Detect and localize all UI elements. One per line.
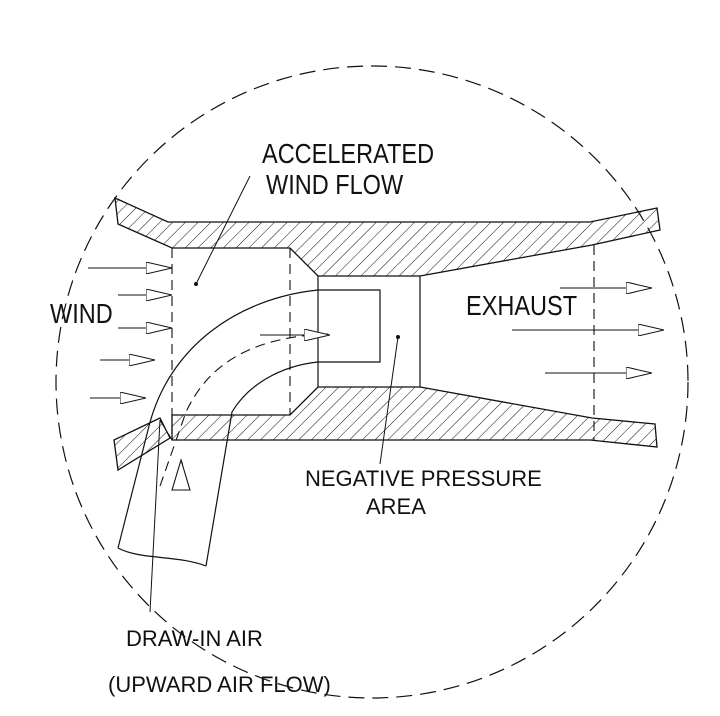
label-accelerated-line1: ACCELERATED (262, 138, 435, 169)
top-duct-wall (114, 196, 661, 277)
label-accelerated-line2: WIND FLOW (266, 169, 404, 200)
intake-pipe-outer (117, 289, 319, 549)
throat-outline (317, 276, 421, 387)
label-draw-in-air: DRAW-IN AIR (126, 626, 263, 651)
label-negative-pressure-line1: NEGATIVE PRESSURE (305, 466, 542, 491)
bottom-duct-wall (171, 386, 658, 448)
negative-pressure-leader (379, 336, 399, 465)
lower-left-wall (113, 417, 171, 472)
boundary-circle (55, 65, 689, 699)
negative-pressure-leader-dot (396, 335, 400, 339)
intake-pipe-inner (205, 361, 319, 567)
accelerated-leader-dot (194, 282, 198, 286)
draw-in-leader (149, 419, 161, 613)
accelerated-leader (195, 175, 251, 285)
label-exhaust: EXHAUST (466, 290, 578, 321)
label-upward-air-flow: (UPWARD AIR FLOW) (108, 672, 331, 697)
label-wind: WIND (50, 298, 113, 329)
upward-air-arrowhead (171, 458, 191, 491)
label-negative-pressure-line2: AREA (366, 494, 426, 519)
negative-pressure-box (318, 289, 381, 363)
duct-dashed-guides (159, 245, 595, 441)
intake-pipe-centerline (159, 333, 331, 487)
intake-pipe-bottom (117, 547, 207, 567)
